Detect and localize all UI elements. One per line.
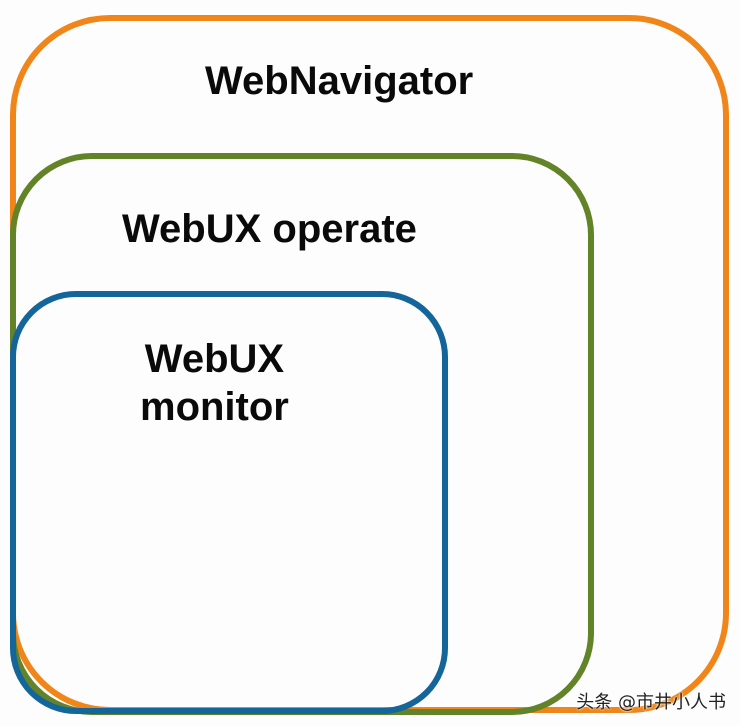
webux-monitor-label-line2: monitor (140, 385, 289, 429)
webux-monitor-label-line1: WebUX (144, 337, 285, 381)
watermark: 头条 @市井小人书 (576, 692, 726, 713)
webux-operate-label: WebUX operate (122, 207, 417, 251)
webux-monitor-scope-box (10, 291, 448, 714)
webux-monitor-label: WebUX monitor (140, 335, 289, 431)
webnavigator-label: WebNavigator (205, 59, 474, 103)
